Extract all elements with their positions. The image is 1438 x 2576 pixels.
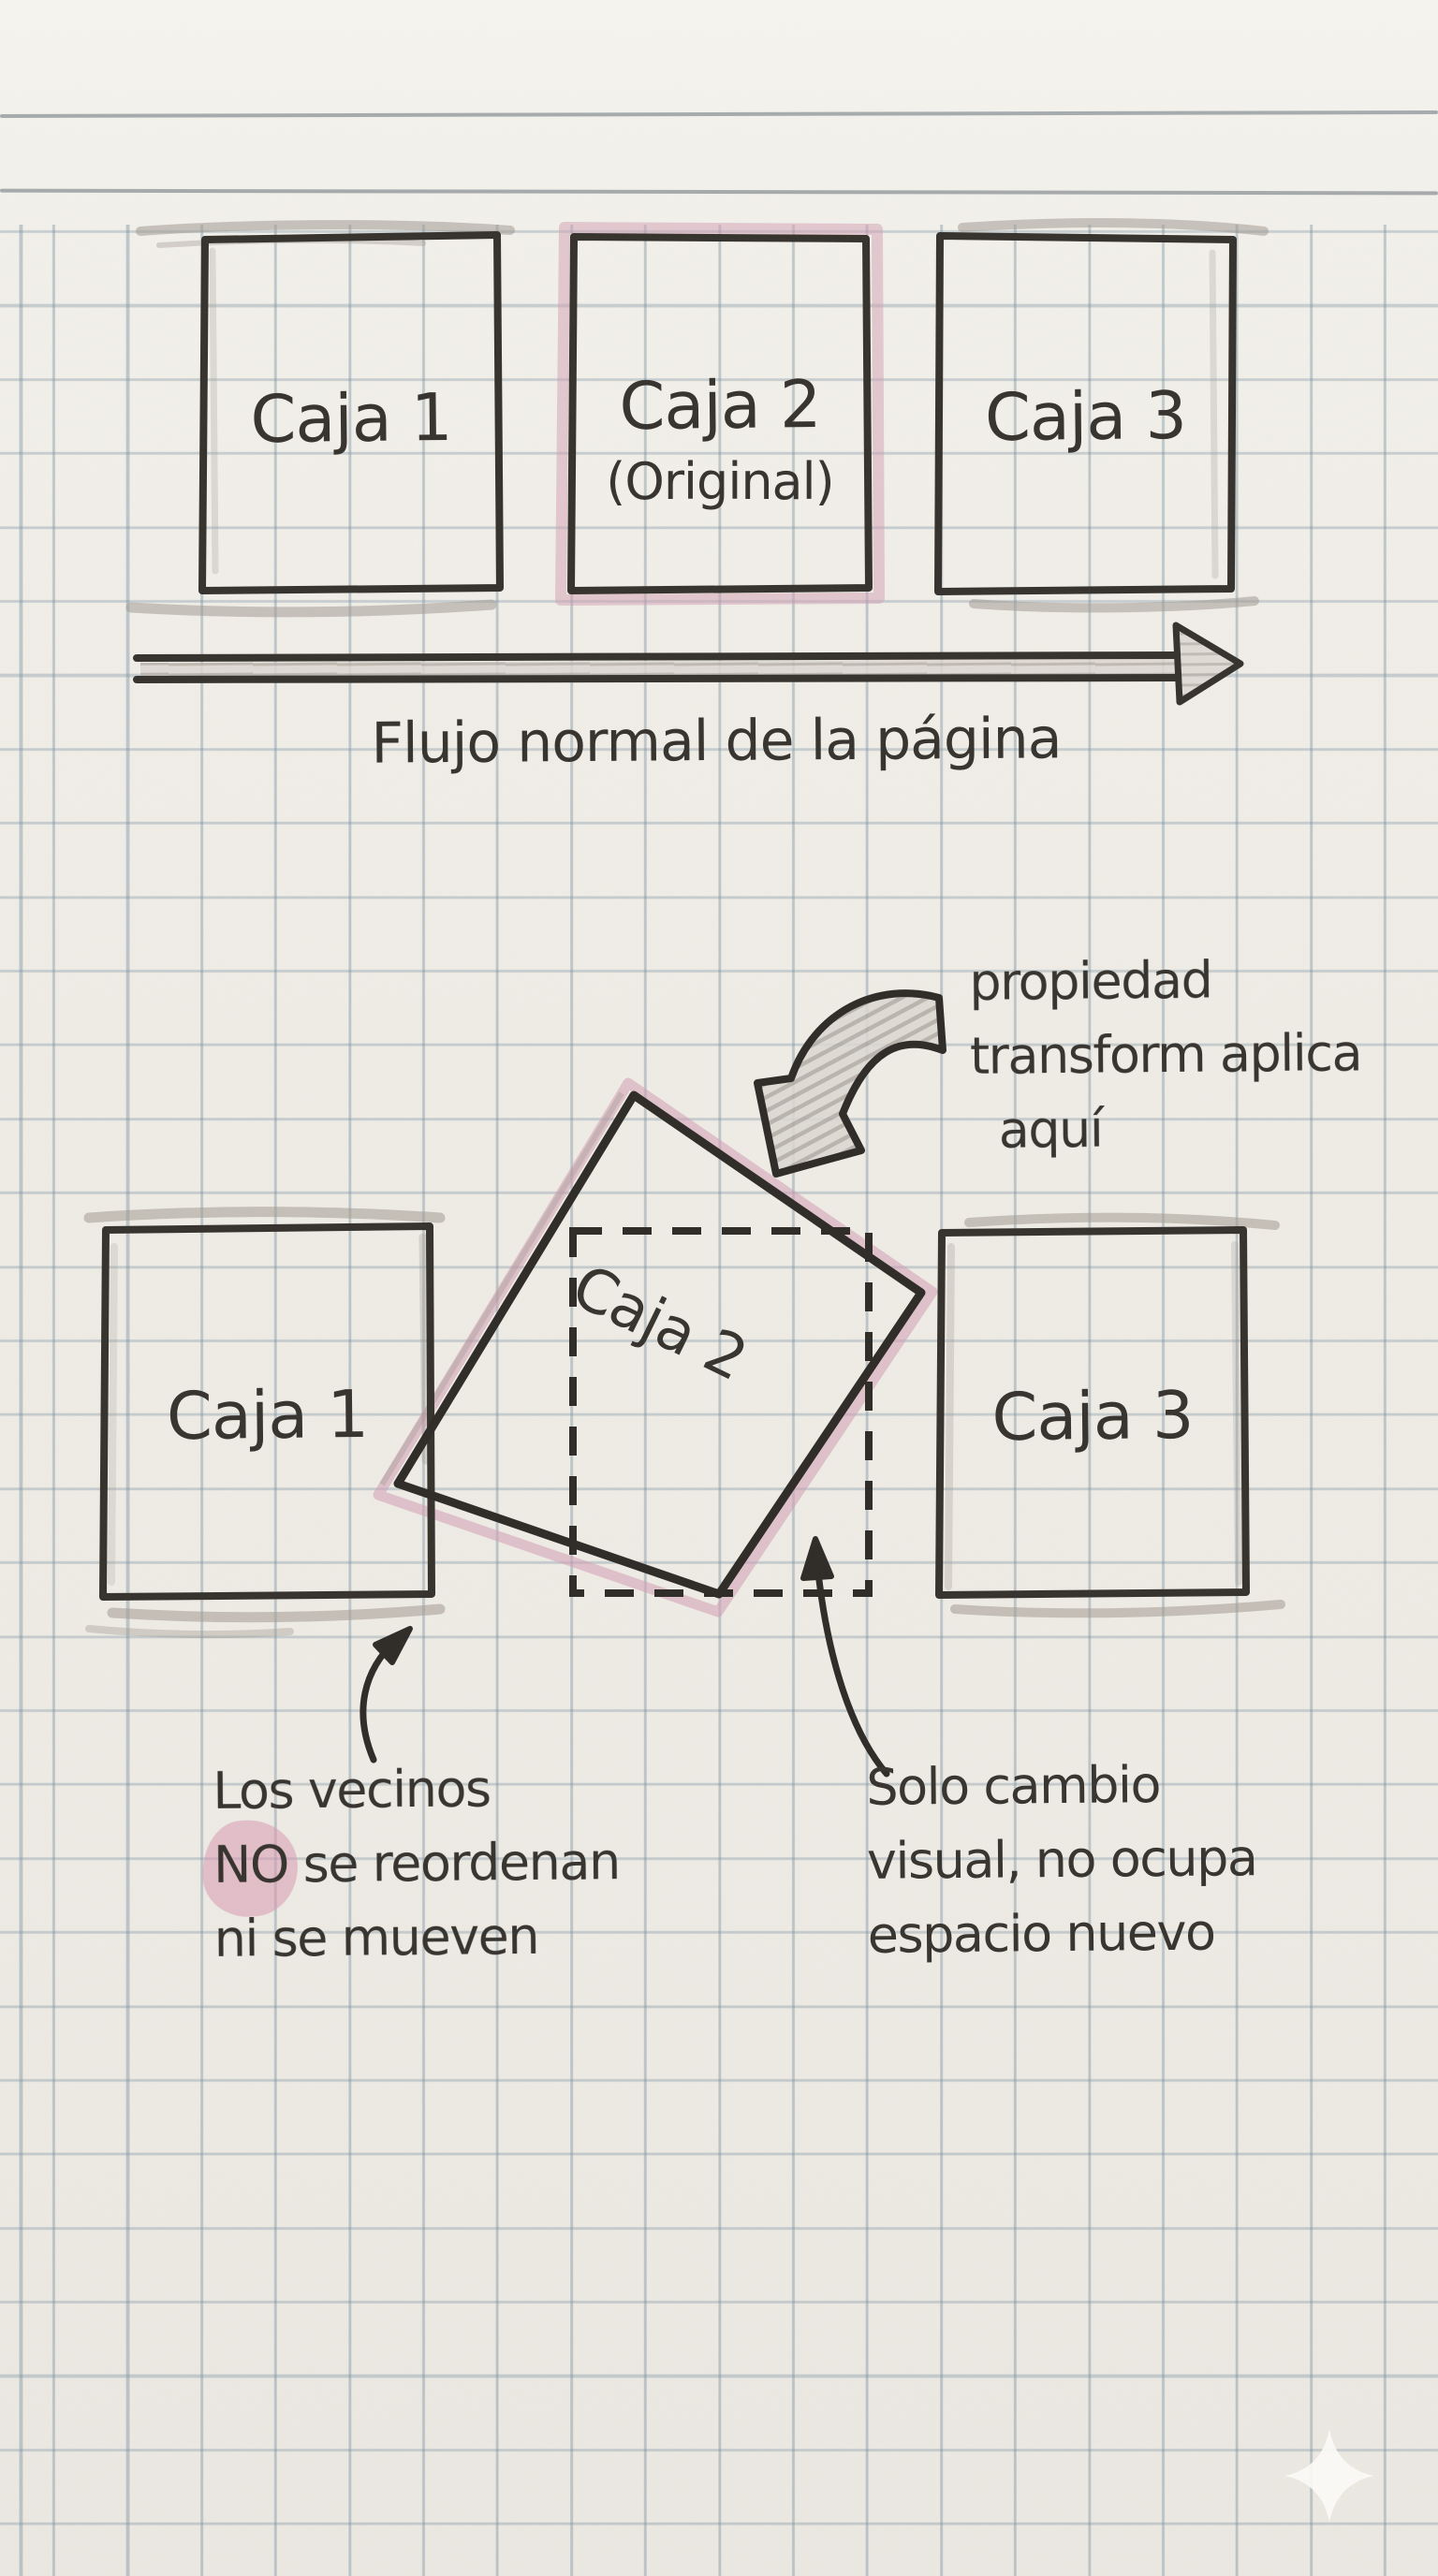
bottom-box3-label: Caja 3 (991, 1376, 1194, 1456)
flow-arrow-caption: Flujo normal de la página (371, 706, 1062, 777)
sparkle-icon (1284, 2429, 1374, 2523)
transform-note-line2: transform aplica (969, 1023, 1362, 1086)
transform-note-line3: aquí (998, 1099, 1103, 1160)
no-highlight: NO (213, 1827, 289, 1902)
visual-note: Solo cambio visual, no ocupa espacio nue… (866, 1747, 1258, 1972)
top-box2-sublabel: (Original) (606, 452, 834, 511)
transform-note-line1: propiedad (969, 950, 1212, 1012)
transform-arrow-icon (754, 989, 946, 1178)
visual-note-line1: Solo cambio (866, 1755, 1161, 1817)
neighbors-arrow-icon (360, 1626, 413, 1764)
neighbors-note-line3: ni se mueven (213, 1906, 539, 1969)
neighbors-note-line1: Los vecinos (213, 1759, 491, 1821)
visual-note-line3: espacio nuevo (867, 1902, 1215, 1965)
flow-arrow-icon (133, 622, 1244, 706)
visual-note-line2: visual, no ocupa (866, 1828, 1257, 1891)
neighbors-note-line2-rest: se reordenan (302, 1832, 620, 1895)
top-box2-label: Caja 2 (619, 365, 821, 446)
top-box1-label: Caja 1 (250, 378, 452, 459)
neighbors-note-line2: NO se reordenan (213, 1824, 620, 1902)
visual-arrow-icon (800, 1536, 890, 1778)
bottom-box1-label: Caja 1 (166, 1375, 369, 1456)
transform-note: propiedad transform aplica aquí (969, 942, 1362, 1167)
top-box3-label: Caja 3 (984, 376, 1187, 457)
neighbors-note: Los vecinos NO se reordenan ni se mueven (213, 1750, 621, 1976)
